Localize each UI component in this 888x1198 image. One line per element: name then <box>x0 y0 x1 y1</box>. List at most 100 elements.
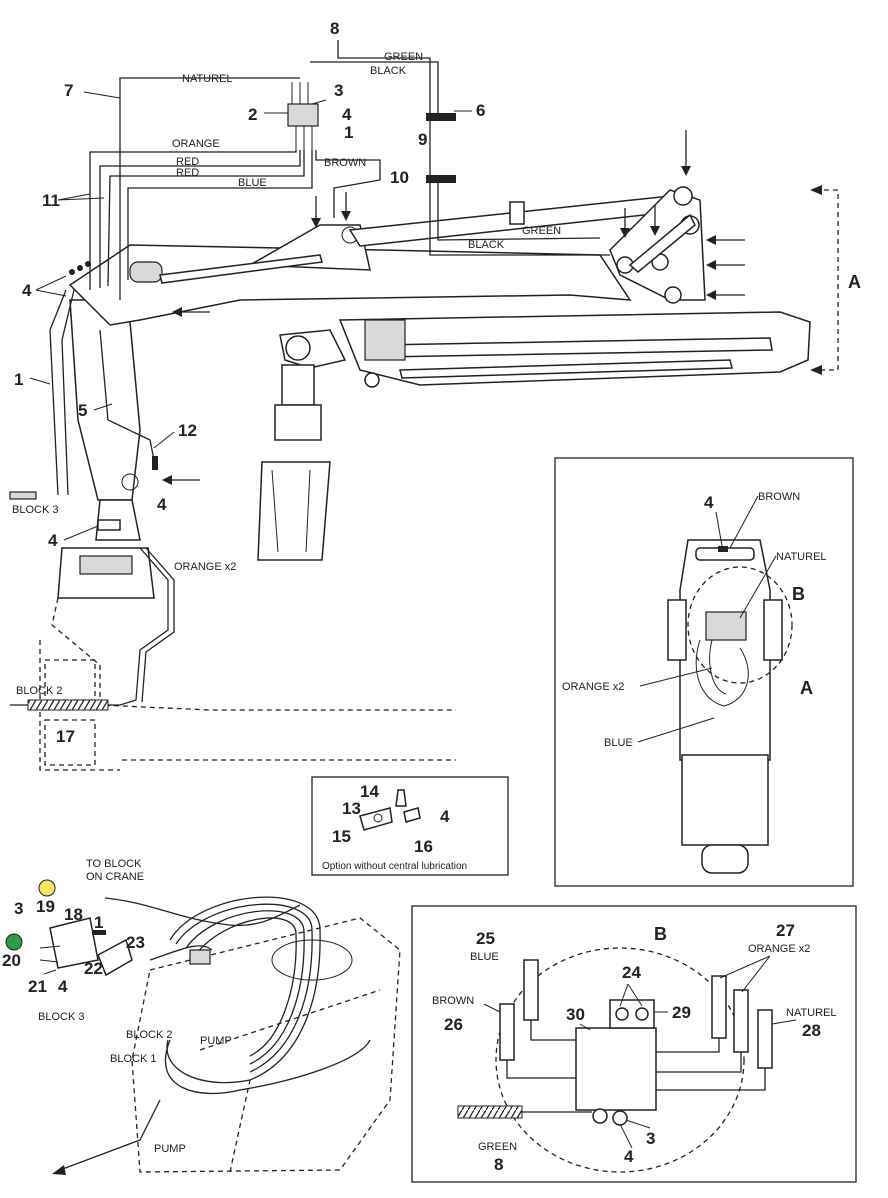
label-green: GREEN <box>384 51 423 63</box>
pedestal-outline <box>51 597 456 711</box>
ref-7: 7 <box>64 81 73 100</box>
ref-4b: 4 <box>22 281 32 300</box>
view-b-green: GREEN <box>478 1141 517 1153</box>
label-green-knuckle: GREEN <box>522 225 561 237</box>
distributor-block-top <box>287 103 319 127</box>
ref-9: 9 <box>418 130 427 149</box>
view-a-base <box>681 754 769 846</box>
tube-orange-2 <box>733 989 749 1053</box>
boom-slot <box>129 261 163 283</box>
pedestal-box-2 <box>44 719 96 766</box>
pump-block1: BLOCK 1 <box>110 1053 156 1065</box>
ref-11: 11 <box>42 191 60 210</box>
ref-4d: 4 <box>48 531 58 550</box>
pump-ref-22: 22 <box>84 959 103 978</box>
extension-head <box>364 319 406 361</box>
grapple <box>257 461 331 561</box>
pump-ref-4: 4 <box>58 977 68 996</box>
view-b-ref-26: 26 <box>444 1015 463 1034</box>
view-b-ref-27: 27 <box>776 921 795 940</box>
view-b-orange: ORANGE x2 <box>748 943 810 955</box>
pump-block-fitting <box>189 949 211 965</box>
opt-ref-13: 13 <box>342 799 361 818</box>
pump-housing-outline <box>131 917 401 1173</box>
view-b-ref-25: 25 <box>476 929 495 948</box>
base-plate <box>79 555 133 575</box>
view-b-brown: BROWN <box>432 995 474 1007</box>
block2-spiral-hose <box>27 699 109 711</box>
main-labels: NATUREL GREEN BLACK ORANGE RED RED BLUE … <box>12 19 861 746</box>
hose-clamp-upper <box>426 113 456 121</box>
view-a-ref-4: 4 <box>704 493 714 512</box>
view-a-naturel: NATUREL <box>776 551 827 563</box>
view-b-title: B <box>654 924 667 944</box>
pump-block3-caption: BLOCK 3 <box>38 1011 84 1023</box>
opt-ref-15: 15 <box>332 827 351 846</box>
ref-1b: 1 <box>14 370 23 389</box>
view-a-marker: A <box>848 272 861 292</box>
rotator <box>281 364 315 406</box>
view-b-ref-30: 30 <box>566 1005 585 1024</box>
grapple-head <box>274 404 322 441</box>
pump-ref-23: 23 <box>126 933 145 952</box>
view-b-panel: B 25 BLUE BROWN 26 30 24 29 27 ORANGE x2… <box>411 905 857 1183</box>
hose-clamp-lower <box>426 175 456 183</box>
tube-orange-1 <box>711 975 727 1039</box>
pump-ref-21: 21 <box>28 977 47 996</box>
opt-ref-4: 4 <box>440 807 450 826</box>
opt-ref-14: 14 <box>360 782 379 801</box>
hose-to-pump <box>59 1099 161 1171</box>
crane-drawing <box>9 40 839 771</box>
tube-blue <box>523 959 539 1021</box>
view-b-ref-28: 28 <box>802 1021 821 1040</box>
view-a-title: A <box>800 678 813 698</box>
pump-ref-20: 20 <box>2 951 21 970</box>
block3-fitting <box>9 491 37 500</box>
ref-12: 12 <box>178 421 197 440</box>
pump-block2: BLOCK 2 <box>126 1029 172 1041</box>
view-a-panel: 4 BROWN NATUREL B ORANGE x2 A BLUE <box>554 457 854 887</box>
label-orange-x2: ORANGE x2 <box>174 561 236 573</box>
ref-5: 5 <box>78 401 87 420</box>
crane-column <box>69 299 141 501</box>
tube-naturel <box>757 1009 773 1069</box>
label-block2: BLOCK 2 <box>16 685 62 697</box>
ref-6: 6 <box>476 101 485 120</box>
view-b-ref-3: 3 <box>646 1129 655 1148</box>
ref-8: 8 <box>330 19 339 38</box>
pump-to-block-1: TO BLOCK <box>86 858 142 870</box>
pump-ref-3: 3 <box>14 899 23 918</box>
option-grease-nipple <box>395 789 407 807</box>
view-a-orange: ORANGE x2 <box>562 681 624 693</box>
option-elbow <box>403 807 421 823</box>
opt-ref-16: 16 <box>414 837 433 856</box>
column-pin <box>121 473 139 491</box>
view-a-frame <box>679 539 771 761</box>
label-red-1: RED <box>176 156 199 168</box>
label-black-knuckle: BLACK <box>468 239 505 251</box>
pump-ref-1: 1 <box>94 913 103 932</box>
view-a-blue: BLUE <box>604 737 633 749</box>
label-orange: ORANGE <box>172 138 220 150</box>
inner-boom <box>68 244 632 326</box>
pump-label: PUMP <box>154 1143 186 1155</box>
ref-3: 3 <box>334 81 343 100</box>
view-a-bracket <box>815 189 839 371</box>
ref-4c: 4 <box>157 495 167 514</box>
option-panel: 13 14 15 16 4 Option without central lub… <box>311 776 509 876</box>
pump-short: PUMP <box>200 1035 232 1047</box>
label-black: BLACK <box>370 65 407 77</box>
cylinder-collar <box>509 201 525 225</box>
label-naturel: NATUREL <box>182 73 233 85</box>
pump-ref-19: 19 <box>36 897 55 916</box>
view-b-ref-29: 29 <box>672 1003 691 1022</box>
view-a-distributor <box>705 611 747 641</box>
view-b-ref-8: 8 <box>494 1155 503 1174</box>
ref-2: 2 <box>248 105 257 124</box>
leader-lines <box>29 91 472 541</box>
boom-bracket <box>247 224 371 271</box>
view-b-blue: BLUE <box>470 951 499 963</box>
extension-cylinder <box>399 359 733 379</box>
view-b-ref-4: 4 <box>624 1147 634 1166</box>
